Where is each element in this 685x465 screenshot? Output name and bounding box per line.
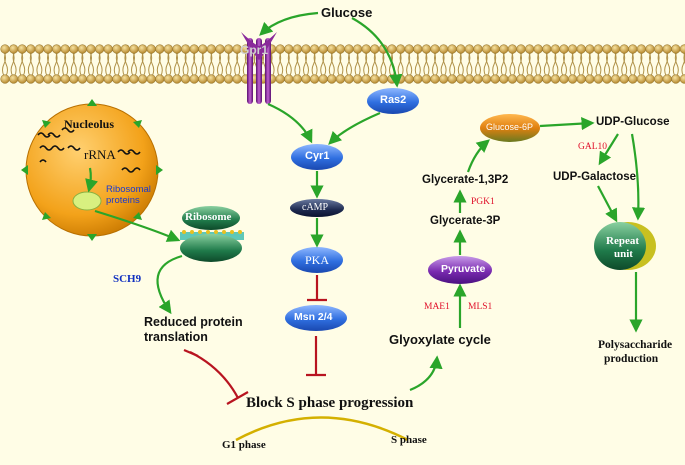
arrow-glucose6p-udpglucose xyxy=(539,117,595,131)
cyr1-label: Cyr1 xyxy=(305,150,330,162)
arrow-udpgalactose-repeat xyxy=(597,185,618,223)
mae1-label: MAE1 xyxy=(424,302,450,312)
pyruvate-label: Pyruvate xyxy=(441,263,486,275)
ribosome-shape xyxy=(180,206,244,262)
g1-phase-label: G1 phase xyxy=(222,439,266,451)
repeat-unit-shape xyxy=(594,222,656,270)
glycerate-3p-label: Glycerate-3P xyxy=(430,215,501,227)
glyoxylate-cycle-label: Glyoxylate cycle xyxy=(389,332,491,347)
arrow-glucose-ras2 xyxy=(351,17,403,88)
nucleolus-label: Nucleolus xyxy=(64,117,115,131)
reduced-protein-label: Reduced protein xyxy=(144,315,243,329)
msn24-label: Msn 2/4 xyxy=(294,311,333,323)
ras2-node xyxy=(367,88,419,114)
arrow-ras2-cyr1 xyxy=(328,111,381,145)
glycerate-13p2-label: Glycerate-1,3P2 xyxy=(422,174,509,186)
arrow-nucleolus-ribosome xyxy=(94,209,181,242)
block-s-phase-label: Block S phase progression xyxy=(246,395,414,411)
arrow-gpr1-cyr1 xyxy=(267,102,313,144)
arrow-udpglucose-repeat xyxy=(630,133,646,221)
arrow-glycerate13p2-glucose6p xyxy=(466,139,491,173)
pgk1-label: PGK1 xyxy=(471,197,495,207)
arrow-rrna-proteins xyxy=(85,167,98,193)
unit-label: unit xyxy=(614,248,633,260)
rrna-label: rRNA xyxy=(84,147,116,162)
reduced-translation-bar xyxy=(183,348,199,358)
inhibit-msn-block xyxy=(306,336,326,377)
pka-label: PKA xyxy=(305,253,330,267)
udp-galactose-label: UDP-Galactose xyxy=(553,171,637,183)
udp-glucose-label: UDP-Glucose xyxy=(596,116,670,128)
gal10-label: GAL10 xyxy=(578,142,608,152)
cyr1-node xyxy=(291,144,343,170)
pka-node xyxy=(291,247,343,273)
gpr1-receptor xyxy=(241,32,277,104)
translation-label: translation xyxy=(144,330,208,344)
inhibit-pka-msn xyxy=(307,275,327,302)
inhibit-translation-block xyxy=(189,351,249,405)
cell-membrane xyxy=(0,44,685,84)
polysaccharide-label: Polysaccharide xyxy=(598,339,673,351)
s-phase-label: S phase xyxy=(391,434,427,446)
ribosome-label: Ribosome xyxy=(185,211,232,223)
arrow-glucose-gpr1 xyxy=(259,11,319,36)
msn24-node xyxy=(285,305,347,331)
nucleolus-organelle xyxy=(21,99,163,241)
arrow-block-glyoxylate xyxy=(409,355,443,392)
repeat-label: Repeat xyxy=(606,235,639,247)
camp-label: cAMP xyxy=(302,202,329,213)
sch9-label: SCH9 xyxy=(113,273,142,285)
cell-cycle-arc xyxy=(235,416,409,442)
glucose-6p-label: Glucose-6P xyxy=(486,122,534,132)
arrow-udpglucose-udpgalactose xyxy=(598,133,619,166)
ras2-label: Ras2 xyxy=(380,94,407,106)
arrow-ribosome-reduced xyxy=(156,254,183,315)
gpr1-label: Gpr1 xyxy=(240,43,269,57)
production-label: production xyxy=(604,353,659,365)
pyruvate-node xyxy=(428,256,492,284)
glucose-6p-node xyxy=(480,114,540,142)
glucose-label: Glucose xyxy=(321,5,373,20)
mls1-label: MLS1 xyxy=(468,302,493,312)
ribosomal-proteins-label: Ribosomal proteins xyxy=(106,184,151,206)
camp-node xyxy=(290,199,344,217)
